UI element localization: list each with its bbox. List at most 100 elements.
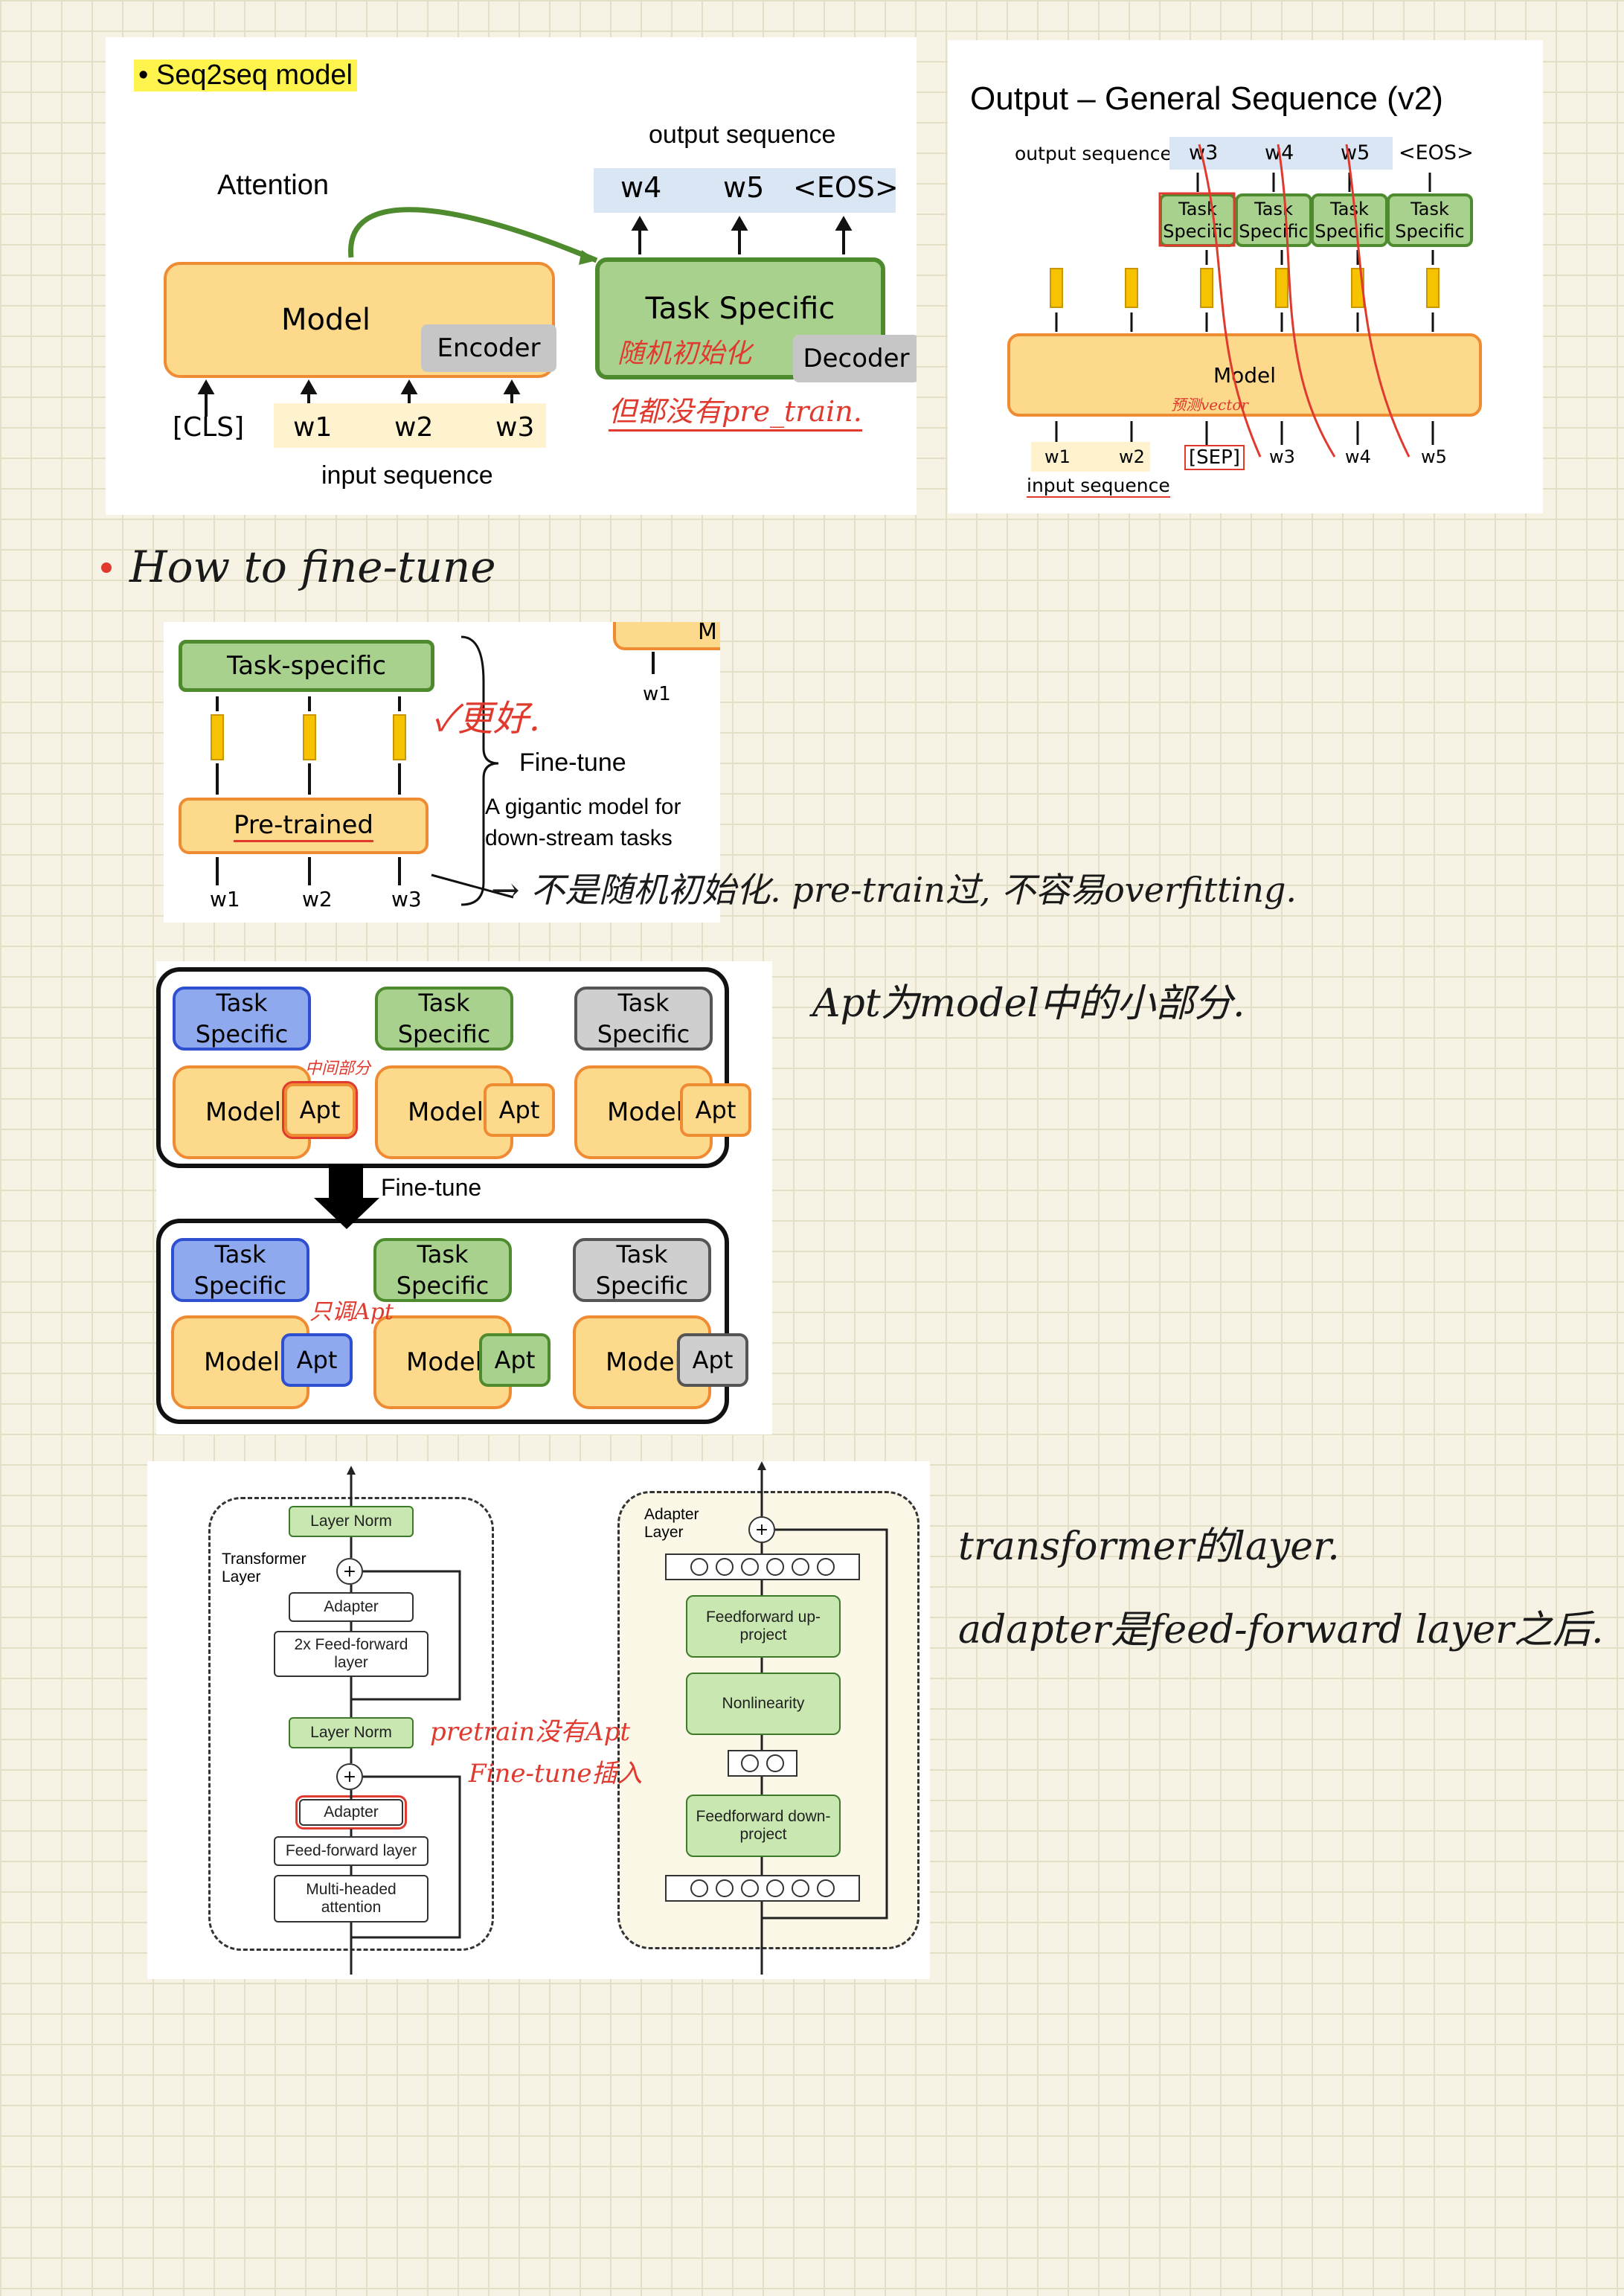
feedforward-2x-box: 2x Feed-forward layer bbox=[274, 1631, 429, 1677]
finetune-arrows bbox=[216, 635, 655, 906]
partial-model-label: M bbox=[698, 622, 717, 645]
input-token: w5 bbox=[1421, 446, 1447, 467]
apt-side-note: Apt为model中的小部分. bbox=[812, 981, 1245, 1026]
task-specific-box: Task Specific bbox=[171, 1238, 309, 1302]
task-specific-box: Task Specific bbox=[1159, 193, 1236, 247]
transformer-side-note-1: transformer的layer. bbox=[958, 1524, 1340, 1569]
down-arrow-shaft bbox=[329, 1164, 363, 1199]
transformer-adapter-slide: Transformer Layer Layer Norm + Adapter 2… bbox=[147, 1461, 930, 1979]
embedding-vector bbox=[1050, 268, 1063, 308]
gigantic-desc-2: down-stream tasks bbox=[485, 826, 673, 850]
input-token: w4 bbox=[1345, 446, 1371, 467]
input-sequence-label: input sequence bbox=[321, 461, 493, 490]
gigantic-desc-1: A gigantic model for bbox=[485, 795, 681, 819]
model-box: Model bbox=[373, 1315, 512, 1409]
fine-tune-label: Fine-tune bbox=[519, 748, 626, 777]
task-specific-box: Task-specific bbox=[179, 640, 434, 692]
nonlinearity-box: Nonlinearity bbox=[686, 1673, 841, 1735]
layer-norm-box: Layer Norm bbox=[289, 1717, 414, 1748]
embedding-vector bbox=[1125, 268, 1138, 308]
adapter-slide: Task Specific Task Specific Task Specifi… bbox=[156, 961, 772, 1434]
down-arrow-head bbox=[314, 1198, 379, 1229]
red-note-no-apt-pretrain: pretrain没有Apt bbox=[430, 1717, 631, 1747]
input-token: w1 bbox=[210, 887, 240, 911]
embedding-vector bbox=[393, 714, 406, 760]
feedforward-up-project-box: Feedforward up-project bbox=[686, 1595, 841, 1658]
output-sequence-label: output sequence bbox=[649, 121, 836, 149]
partial-w-label: w1 bbox=[643, 683, 671, 705]
finetune-slide: M w1 Task-specific Pre-trained w1 w2 w3 … bbox=[164, 622, 720, 923]
output-token: w5 bbox=[1341, 141, 1370, 164]
embedding-vector bbox=[1275, 268, 1288, 308]
transformer-adapter-arrows bbox=[347, 1461, 888, 1975]
input-token-cls: [CLS] bbox=[173, 412, 245, 443]
red-note-middle-part: 中间部分 bbox=[305, 1059, 371, 1078]
partial-model-box bbox=[613, 622, 720, 650]
output-token-bar bbox=[594, 168, 896, 213]
apt-box: Apt bbox=[281, 1333, 353, 1387]
sep-token: [SEP] bbox=[1184, 445, 1245, 470]
hidden-vector-top bbox=[665, 1553, 860, 1580]
input-token: w3 bbox=[495, 412, 535, 443]
red-note-vector: 预测vector bbox=[1171, 396, 1248, 414]
task-specific-box: Task Specific bbox=[1311, 193, 1388, 247]
bottom-group-frame bbox=[156, 1219, 729, 1424]
input-token: w2 bbox=[302, 887, 333, 911]
general-sequence-slide: Output – General Sequence (v2) output se… bbox=[948, 40, 1543, 513]
input-sequence-label: input sequence bbox=[1027, 475, 1170, 498]
embedding-vector bbox=[1200, 268, 1213, 308]
residual-add-node: + bbox=[748, 1516, 775, 1543]
input-token: w3 bbox=[391, 887, 422, 911]
model-box: Model bbox=[1007, 333, 1482, 417]
adapter-box-highlighted: Adapter bbox=[295, 1795, 407, 1830]
top-group-frame bbox=[156, 967, 729, 1168]
pretrained-box: Pre-trained bbox=[179, 798, 429, 854]
input-token: w1 bbox=[293, 412, 333, 443]
output-token: w4 bbox=[620, 171, 662, 204]
seq2seq-slide: • Seq2seq model Attention output sequenc… bbox=[106, 37, 917, 515]
task-specific-box: Task Specific bbox=[1387, 193, 1473, 247]
encoder-tag: Encoder bbox=[421, 324, 556, 372]
apt-box: Apt bbox=[680, 1083, 751, 1137]
fine-tune-label: Fine-tune bbox=[381, 1174, 482, 1201]
apt-box: Apt bbox=[479, 1333, 551, 1387]
task-specific-box: Task Specific bbox=[373, 1238, 512, 1302]
transformer-side-note-2: adapter是feed-forward layer之后. bbox=[958, 1608, 1604, 1652]
seq2seq-bullet: • Seq2seq model bbox=[134, 60, 357, 92]
embedding-vector bbox=[211, 714, 224, 760]
red-check-note: ✓更好. bbox=[433, 698, 541, 740]
embedding-vector bbox=[1426, 268, 1440, 308]
feedforward-down-project-box: Feedforward down-project bbox=[686, 1795, 841, 1857]
adapter-box: Adapter bbox=[289, 1592, 414, 1622]
output-token: <EOS> bbox=[1399, 141, 1474, 164]
task-specific-box: Task Specific bbox=[574, 987, 713, 1051]
red-note-no-pretrain: 但都没有pre_train. bbox=[609, 388, 862, 432]
decoder-tag: Decoder bbox=[793, 335, 917, 382]
hidden-vector-bottom bbox=[665, 1875, 860, 1902]
input-token: w2 bbox=[1119, 446, 1145, 467]
output-token: w5 bbox=[723, 171, 765, 204]
section-heading: How to fine-tune bbox=[129, 542, 496, 592]
handwritten-finetune-note: → 不是随机初始化. pre-train过, 不容易overfitting. bbox=[491, 870, 1297, 910]
section-bullet bbox=[101, 562, 112, 573]
embedding-vector bbox=[303, 714, 316, 760]
residual-add-node: + bbox=[336, 1763, 363, 1790]
apt-box: Apt bbox=[282, 1081, 358, 1139]
apt-box: Apt bbox=[677, 1333, 748, 1387]
transformer-layer-label: Transformer Layer bbox=[222, 1551, 306, 1585]
feedforward-box: Feed-forward layer bbox=[274, 1836, 429, 1866]
task-specific-box: Task Specific bbox=[573, 1238, 711, 1302]
red-note-only-apt: 只调Apt bbox=[309, 1299, 394, 1325]
hidden-vector-bottleneck bbox=[728, 1750, 797, 1777]
input-token-bar bbox=[1031, 442, 1150, 472]
adapter-layer-label: Adapter Layer bbox=[644, 1506, 699, 1541]
slide-title: Output – General Sequence (v2) bbox=[970, 80, 1443, 117]
residual-add-node: + bbox=[336, 1558, 363, 1585]
red-note-finetune-insert: Fine-tune插入 bbox=[469, 1759, 643, 1789]
model-label: Model bbox=[280, 303, 371, 337]
red-note-random-init: 随机初始化 bbox=[617, 339, 752, 369]
input-token: w1 bbox=[1044, 446, 1071, 467]
input-token-bar bbox=[274, 403, 546, 448]
pretrained-label: Pre-trained bbox=[234, 810, 373, 842]
seq2seq-arrows bbox=[197, 207, 853, 417]
